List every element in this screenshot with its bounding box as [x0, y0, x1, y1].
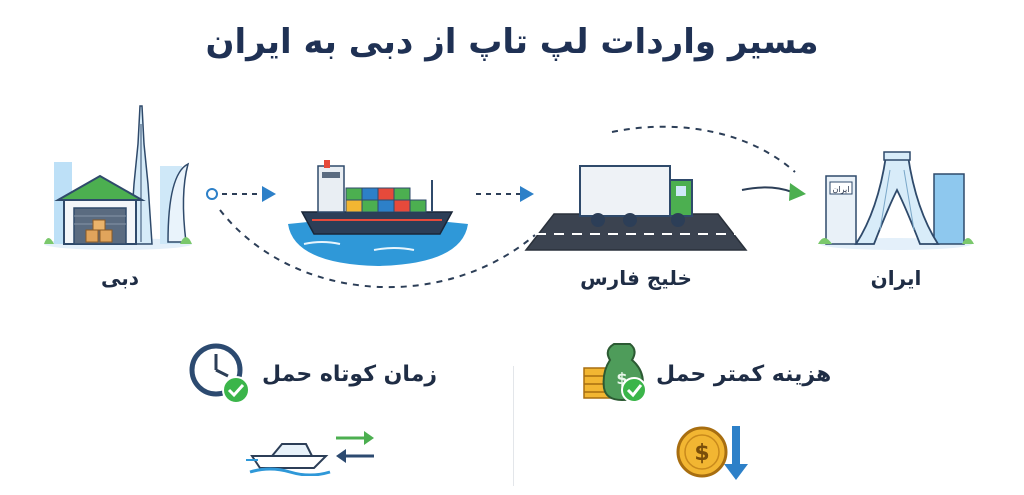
route-start-dot	[206, 188, 218, 200]
route-arrowhead-1	[262, 186, 276, 202]
node-label-dubai: دبی	[100, 266, 139, 290]
iran-building-sign: ایران	[833, 185, 850, 194]
yacht-icon	[246, 443, 331, 476]
svg-text:$: $	[616, 369, 627, 388]
money-bag-icon: $	[583, 343, 647, 403]
check-icon	[222, 376, 250, 404]
route-curve-lower	[219, 209, 536, 289]
down-arrow-icon	[724, 426, 748, 480]
node-label-gulf: خلیج فارس	[580, 266, 692, 290]
gulf-road-illustration	[524, 165, 748, 251]
route-arrowhead-2	[520, 186, 534, 202]
swap-arrows-icon	[336, 431, 374, 463]
dollar-coin-icon: $	[676, 426, 748, 480]
cargo-ship-icon	[288, 160, 468, 266]
route-curve-upper	[611, 125, 796, 173]
dubai-illustration	[44, 105, 192, 250]
route-arrow-gulf-iran	[741, 186, 793, 193]
truck-icon	[579, 165, 693, 227]
benefit-short-time: زمان کوتاه حمل	[262, 362, 437, 387]
route-arrowhead-3	[789, 183, 806, 201]
benefit-low-cost: هزینه کمتر حمل	[656, 362, 832, 387]
svg-text:$: $	[694, 441, 709, 466]
page-title: مسیر واردات لپ تاپ از دبی به ایران	[205, 22, 819, 62]
clock-icon	[189, 343, 250, 404]
iran-illustration: ایران	[818, 151, 974, 250]
benefits-divider	[513, 366, 514, 486]
azadi-tower-icon	[854, 151, 940, 245]
warehouse-icon	[54, 174, 146, 245]
node-label-iran: ایران	[870, 266, 922, 290]
